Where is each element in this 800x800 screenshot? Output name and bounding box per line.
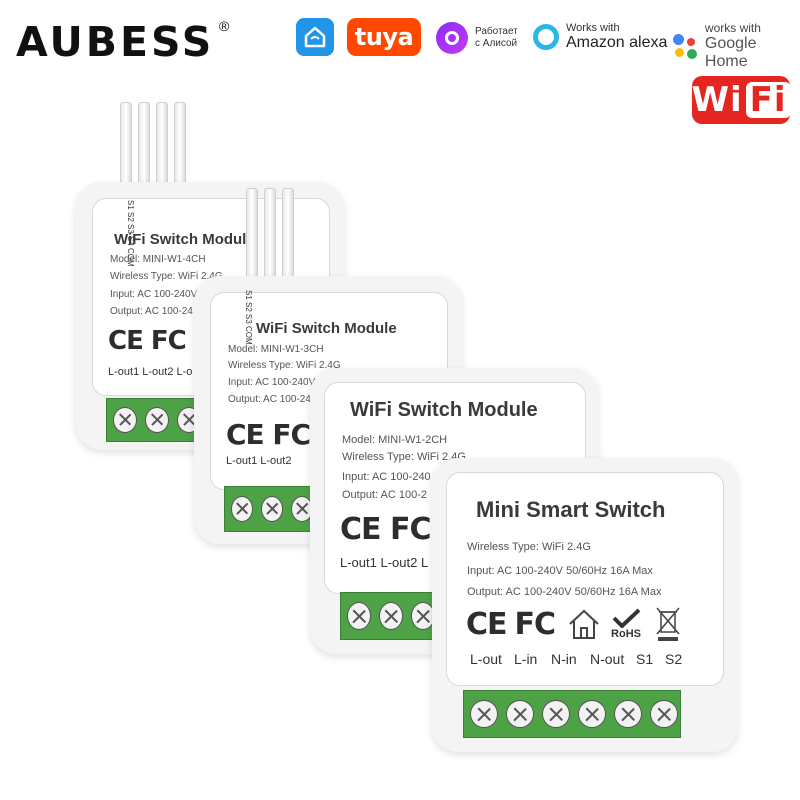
module-4ch-wireless: Wireless Type: WiFi 2.4G [110,271,223,282]
alice-line1: Работает [475,26,518,37]
screw-icon [578,700,606,728]
registered-mark: ® [219,18,230,34]
screw-icon [470,700,498,728]
module-2ch-title: WiFi Switch Module [350,399,538,421]
module-3ch-pins: S1 S2 S3 COM [244,290,253,345]
screw-icon [614,700,642,728]
home-icon [304,26,326,48]
screw-icon [506,700,534,728]
fc-mark: FC [514,606,557,642]
module-4ch-title: WiFi Switch Module [114,231,255,248]
weee-bin-icon [656,607,680,641]
module-mss-output: Output: AC 100-240V 50/60Hz 16A Max [467,586,662,598]
module-4ch-pins: S1 S2 S3 S4 COM [126,200,135,267]
module-mss-input: Input: AC 100-240V 50/60Hz 16A Max [467,565,653,577]
alice-line2: с Алисой [475,38,518,49]
screw-icon [411,602,435,630]
smart-life-logo [296,18,334,56]
wifi-logo: Wi Fi [691,76,791,124]
google-assistant-icon [670,32,699,62]
module-mss-title: Mini Smart Switch [476,497,666,522]
module-mss-terminal [463,690,681,738]
alice-badge: Работает с Алисой [436,22,518,54]
module-2ch-wireless: Wireless Type: WiFi 2.4G [342,451,466,463]
module-4ch-wires [120,102,186,194]
google-home-badge: works with Google Home [670,22,800,71]
module-4ch-model: Model: MINI-W1-4CH [110,254,206,265]
module-mss-wireless: Wireless Type: WiFi 2.4G [467,541,591,553]
module-2ch-outputs: L-out1 L-out2 L [340,555,429,570]
module-4ch-terminal [106,398,202,442]
terminal-label: L-out [470,651,502,667]
module-4ch-input: Input: AC 100-240V [110,289,198,300]
screw-icon [650,700,678,728]
alexa-icon [533,24,559,50]
module-4ch-output: Output: AC 100-24 [110,306,193,317]
terminal-label: L-in [514,651,538,667]
module-3ch-wireless: Wireless Type: WiFi 2.4G [228,360,341,371]
terminal-label: N-out [590,651,625,667]
module-3ch-model: Model: MINI-W1-3CH [228,344,324,355]
module-3ch-output: Output: AC 100-24 [228,394,311,405]
module-2ch-model: Model: MINI-W1-2CH [342,434,448,446]
module-3ch-terminal [224,486,314,532]
module-2ch-output: Output: AC 100-2 [342,489,427,501]
tuya-logo: tuya [347,18,421,56]
terminal-label: S1 [636,651,654,667]
module-3ch-input: Input: AC 100-240V [228,377,316,388]
ce-mark: CE [466,606,508,642]
module-2ch-input: Input: AC 100-240 [342,471,431,483]
screw-icon [113,407,137,433]
module-3ch-wires [246,188,294,290]
alexa-badge: Works with Amazon alexa [533,22,667,52]
rohs-mark: RoHS [611,608,641,640]
screw-icon [542,700,570,728]
module-3ch-title: WiFi Switch Module [256,320,397,337]
google-line2: Google Home [704,35,757,70]
module-mss-cert-row: CE FC RoHS [466,606,681,642]
wifi-wi: Wi [691,80,743,120]
module-4ch-certs: CE FC [108,326,187,356]
screw-icon [347,602,371,630]
rohs-label: RoHS [611,628,641,640]
home-icon [569,609,599,639]
alexa-line1: Works with [566,22,620,34]
alexa-line2: Amazon alexa [566,34,668,51]
module-2ch-terminal [340,592,436,640]
screw-icon [231,496,253,522]
module-3ch-outputs: L-out1 L-out2 [226,455,292,467]
screw-icon [145,407,169,433]
module-2ch-certs: CE FC [340,512,431,547]
module-3ch-certs: CE FC [226,418,311,451]
screw-icon [379,602,403,630]
screw-icon [261,496,283,522]
alice-icon [436,22,468,54]
module-mss-label-panel [446,472,724,686]
checkmark-icon [612,608,641,628]
google-line1: works with [704,21,761,35]
terminal-label: N-in [551,651,577,667]
terminal-label: S2 [665,651,683,667]
wifi-fi: Fi [745,82,791,118]
module-4ch-outputs: L-out1 L-out2 L-o [108,366,193,378]
brand-logo: AUBESS [16,18,215,66]
